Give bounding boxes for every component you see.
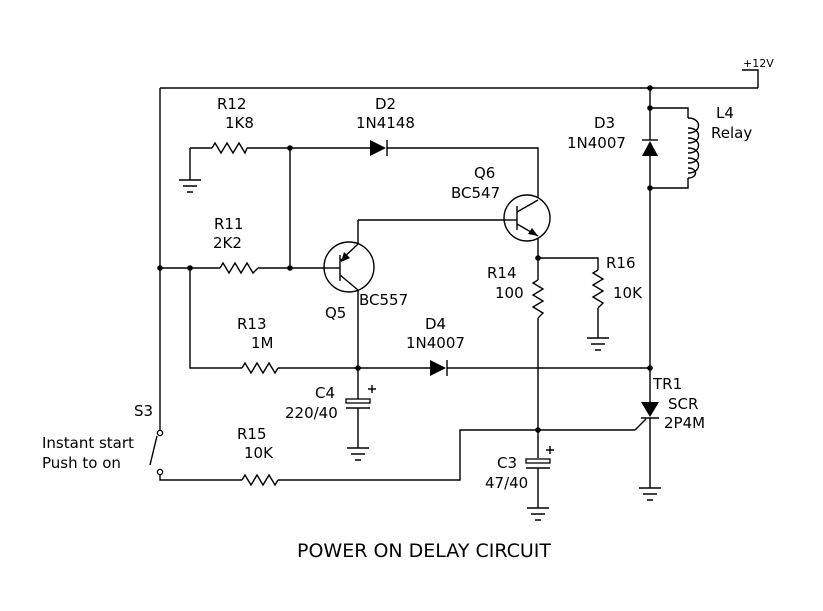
junction-dot [287,145,293,151]
ground-symbol-tr1 [639,487,661,501]
r11-resistor [219,261,259,275]
q6-ref-label: Q6 [474,164,495,182]
junction-dot [157,265,163,271]
ground-symbol-c3 [527,507,549,521]
r11-ref-label: R11 [214,215,244,233]
junction-dot [647,105,653,111]
junction-dot [355,365,361,371]
ground-symbol-c4 [347,447,369,461]
tr1-scr [634,368,659,432]
r15-resistor [241,473,279,487]
d3-diode [642,139,658,156]
r13-resistor [241,361,279,375]
diagram-title: POWER ON DELAY CIRCUIT [297,540,551,562]
r14-ref-label: R14 [487,264,517,282]
l4-relay-coil [687,117,700,179]
c4-ref-label: C4 [315,384,335,402]
r13-value-label: 1M [251,334,274,352]
d4-ref-label: D4 [425,315,446,333]
tr1-value-label: 2P4M [664,414,705,432]
l4-ref-label: L4 [716,104,734,122]
c3-value-label: 47/40 [485,474,528,492]
supply-label: +12V [743,57,774,70]
junction-dots [157,85,653,433]
c3-capacitor [525,446,554,469]
d4-value-label: 1N4007 [406,334,465,352]
s3-switch [149,429,164,476]
r16-resistor [591,269,605,309]
s3-note-line1: Instant start [42,434,134,452]
r11-value-label: 2K2 [213,234,242,252]
supply-terminal: +12V [743,57,774,70]
r12-resistor [211,141,248,155]
ground-symbol-r12 [179,179,201,193]
q6-value-label: BC547 [451,184,500,202]
q5-value-label: BC557 [359,291,408,309]
q6-transistor [503,194,551,242]
r15-value-label: 10K [244,444,274,462]
d2-value-label: 1N4148 [356,114,415,132]
c3-ref-label: C3 [497,454,517,472]
junction-dot [647,85,653,91]
s3-ref-label: S3 [134,402,153,420]
junction-dot [647,185,653,191]
r12-ref-label: R12 [217,95,247,113]
r16-ref-label: R16 [606,254,636,272]
tr1-ref-label: TR1 [652,375,682,393]
d2-diode [370,140,388,156]
junction-dot [287,265,293,271]
d4-diode [430,360,448,376]
q5-transistor [323,241,375,293]
tr1-type-label: SCR [668,395,698,413]
r14-value-label: 100 [495,284,524,302]
d3-value-label: 1N4007 [567,134,626,152]
ground-symbol-r16 [587,337,609,351]
c4-value-label: 220/40 [285,404,338,422]
junction-dot [535,427,541,433]
d2-ref-label: D2 [375,95,396,113]
r14-resistor [531,279,545,319]
r15-ref-label: R15 [237,425,267,443]
r16-value-label: 10K [613,284,643,302]
q5-ref-label: Q5 [325,304,346,322]
junction-dot [535,255,541,261]
c4-capacitor [345,385,376,409]
s3-note-line2: Push to on [42,454,121,472]
l4-value-label: Relay [711,124,752,142]
r13-ref-label: R13 [237,315,267,333]
r12-value-label: 1K8 [225,114,254,132]
junction-dot [187,265,193,271]
d3-ref-label: D3 [594,114,615,132]
